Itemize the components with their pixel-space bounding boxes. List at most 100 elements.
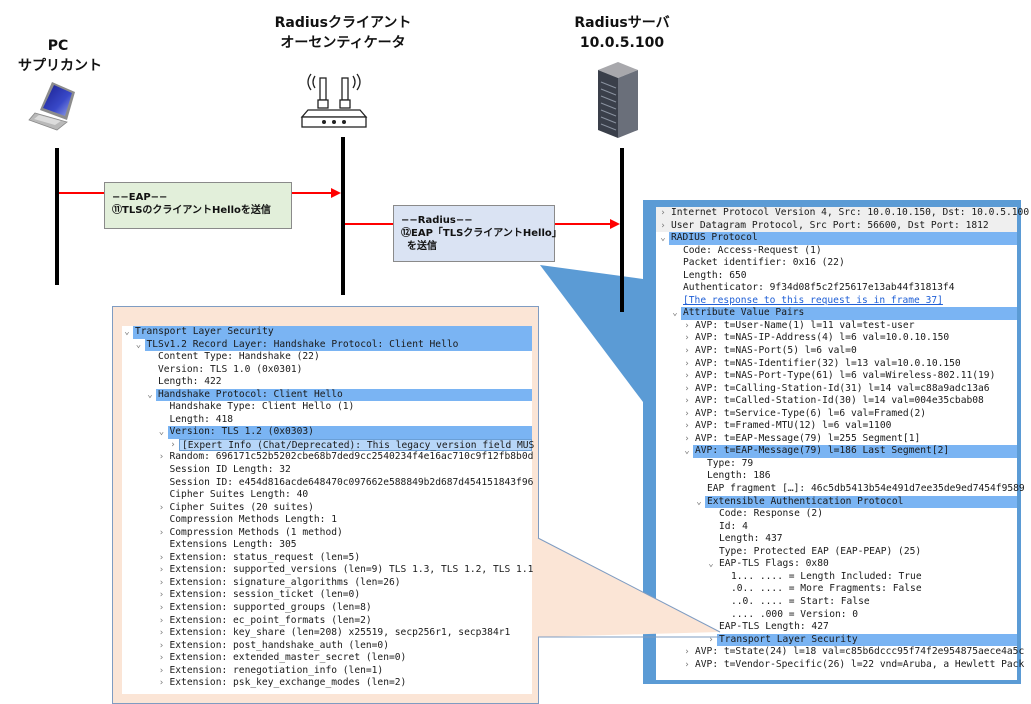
tree-row[interactable]: ›AVP: t=Vendor-Specific(26) l=22 vnd=Aru… xyxy=(656,659,1024,672)
tree-row[interactable]: ›AVP: t=Called-Station-Id(30) l=14 val=0… xyxy=(656,395,1017,408)
tree-row[interactable]: .... .000 = Version: 0 xyxy=(656,609,1017,622)
tree-row[interactable]: ›AVP: t=Calling-Station-Id(31) l=14 val=… xyxy=(656,383,1017,396)
chevron-down-icon[interactable]: ⌄ xyxy=(147,389,153,400)
tree-row[interactable]: Compression Methods Length: 1 xyxy=(122,514,532,527)
chevron-right-icon[interactable]: › xyxy=(684,647,690,658)
chevron-right-icon[interactable]: › xyxy=(684,421,690,432)
chevron-down-icon[interactable]: ⌄ xyxy=(124,327,130,337)
tree-row[interactable]: ›Extension: renegotiation_info (len=1) xyxy=(122,665,532,678)
chevron-right-icon[interactable]: › xyxy=(158,590,165,601)
tree-row[interactable]: ⌄RADIUS Protocol xyxy=(656,232,1017,245)
chevron-right-icon[interactable]: › xyxy=(684,433,690,444)
tree-row[interactable]: Session ID: e454d816acde648470c097662e58… xyxy=(122,477,534,490)
chevron-right-icon[interactable]: › xyxy=(660,208,666,218)
tree-row[interactable]: ›AVP: t=NAS-IP-Address(4) l=6 val=10.0.1… xyxy=(656,332,1017,345)
chevron-right-icon[interactable]: › xyxy=(684,333,690,344)
tree-row[interactable]: ›Extension: extended_master_secret (len=… xyxy=(122,652,532,665)
chevron-down-icon[interactable]: ⌄ xyxy=(696,496,702,507)
chevron-right-icon[interactable]: › xyxy=(684,371,690,382)
tree-row[interactable]: ›[Expert Info (Chat/Deprecated): This le… xyxy=(122,438,534,452)
chevron-right-icon[interactable]: › xyxy=(158,452,165,463)
tree-row[interactable]: Content Type: Handshake (22) xyxy=(122,351,532,364)
tls-packet-details[interactable]: ⌄Transport Layer Security⌄TLSv1.2 Record… xyxy=(122,326,534,694)
tree-row[interactable]: ›AVP: t=NAS-Identifier(32) l=13 val=10.0… xyxy=(656,358,1017,371)
tree-row[interactable]: ›Extension: status_request (len=5) xyxy=(122,552,532,565)
chevron-down-icon[interactable]: ⌄ xyxy=(158,427,165,438)
tree-row[interactable]: ›AVP: t=Framed-MTU(12) l=6 val=1100 xyxy=(656,420,1017,433)
chevron-down-icon[interactable]: ⌄ xyxy=(684,446,690,457)
tree-row[interactable]: ›Internet Protocol Version 4, Src: 10.0.… xyxy=(656,207,1029,220)
tree-row[interactable]: ›Extension: supported_groups (len=8) xyxy=(122,602,532,615)
chevron-right-icon[interactable]: › xyxy=(170,439,176,450)
chevron-right-icon[interactable]: › xyxy=(158,653,165,664)
tree-row[interactable]: Version: TLS 1.0 (0x0301) xyxy=(122,364,532,377)
tree-row[interactable]: .0.. .... = More Fragments: False xyxy=(656,583,1017,596)
tree-row[interactable]: Length: 437 xyxy=(656,533,1017,546)
tree-row[interactable]: ⌄EAP-TLS Flags: 0x80 xyxy=(656,558,1017,571)
tree-row[interactable]: Extensions Length: 305 xyxy=(122,539,532,552)
tree-row[interactable]: ›Extension: session_ticket (len=0) xyxy=(122,589,532,602)
chevron-right-icon[interactable]: › xyxy=(158,552,165,563)
tree-row[interactable]: ›AVP: t=Service-Type(6) l=6 val=Framed(2… xyxy=(656,408,1017,421)
tree-row[interactable]: [The response to this request is in fram… xyxy=(656,295,1017,308)
chevron-right-icon[interactable]: › xyxy=(684,659,690,670)
chevron-right-icon[interactable]: › xyxy=(684,320,690,331)
chevron-right-icon[interactable]: › xyxy=(158,603,165,614)
tree-row[interactable]: ›User Datagram Protocol, Src Port: 56600… xyxy=(656,219,1017,233)
chevron-right-icon[interactable]: › xyxy=(158,678,165,689)
chevron-down-icon[interactable]: ⌄ xyxy=(672,308,678,319)
chevron-right-icon[interactable]: › xyxy=(158,527,165,538)
tree-row[interactable]: EAP fragment […]: 46c5db5413b54e491d7ee3… xyxy=(656,483,1025,496)
tree-row[interactable]: 1... .... = Length Included: True xyxy=(656,571,1017,584)
tree-row[interactable]: ⌄TLSv1.2 Record Layer: Handshake Protoco… xyxy=(122,338,532,352)
tree-row[interactable]: ›Extension: ec_point_formats (len=2) xyxy=(122,615,532,628)
tree-row[interactable]: ›AVP: t=User-Name(1) l=11 val=test-user xyxy=(656,320,1017,333)
tree-row[interactable]: ›Extension: key_share (len=208) x25519, … xyxy=(122,627,532,640)
radius-packet-details[interactable]: ›Internet Protocol Version 4, Src: 10.0.… xyxy=(656,207,1029,680)
chevron-right-icon[interactable]: › xyxy=(708,634,714,645)
chevron-right-icon[interactable]: › xyxy=(158,565,165,576)
tree-row[interactable]: ›Extension: signature_algorithms (len=26… xyxy=(122,577,532,590)
tree-row[interactable]: Code: Access-Request (1) xyxy=(656,245,1017,258)
tree-row[interactable]: ›Extension: supported_versions (len=9) T… xyxy=(122,564,534,577)
tree-row[interactable]: Code: Response (2) xyxy=(656,508,1017,521)
tree-row[interactable]: EAP-TLS Length: 427 xyxy=(656,621,1017,634)
tree-row[interactable]: Handshake Type: Client Hello (1) xyxy=(122,401,532,414)
tree-row[interactable]: ›Transport Layer Security xyxy=(656,633,1017,647)
tree-row[interactable]: Length: 418 xyxy=(122,414,532,427)
tree-row[interactable]: ⌄Extensible Authentication Protocol xyxy=(656,495,1017,509)
tree-row[interactable]: ›Extension: post_handshake_auth (len=0) xyxy=(122,640,532,653)
chevron-right-icon[interactable]: › xyxy=(684,383,690,394)
chevron-down-icon[interactable]: ⌄ xyxy=(708,559,714,570)
tree-row[interactable]: Packet identifier: 0x16 (22) xyxy=(656,257,1017,270)
tree-row[interactable]: Length: 186 xyxy=(656,470,1017,483)
tree-row[interactable]: Session ID Length: 32 xyxy=(122,464,532,477)
chevron-down-icon[interactable]: ⌄ xyxy=(660,233,666,244)
chevron-right-icon[interactable]: › xyxy=(660,220,666,231)
chevron-right-icon[interactable]: › xyxy=(158,628,165,639)
chevron-right-icon[interactable]: › xyxy=(158,577,165,588)
tree-row[interactable]: ›Extension: psk_key_exchange_modes (len=… xyxy=(122,677,532,690)
chevron-right-icon[interactable]: › xyxy=(158,615,165,626)
tree-row[interactable]: ›AVP: t=NAS-Port(5) l=6 val=0 xyxy=(656,345,1017,358)
tree-row[interactable]: Length: 422 xyxy=(122,376,532,389)
chevron-down-icon[interactable]: ⌄ xyxy=(135,339,142,350)
tree-row[interactable]: ⌄Attribute Value Pairs xyxy=(656,307,1017,320)
tree-row[interactable]: ›Compression Methods (1 method) xyxy=(122,527,532,540)
tree-row[interactable]: Cipher Suites Length: 40 xyxy=(122,489,532,502)
tree-row[interactable]: ..0. .... = Start: False xyxy=(656,596,1017,609)
chevron-right-icon[interactable]: › xyxy=(684,346,690,357)
tree-row[interactable]: ›Cipher Suites (20 suites) xyxy=(122,502,532,515)
tree-row[interactable]: ›AVP: t=State(24) l=18 val=c85b6dccc95f7… xyxy=(656,646,1024,659)
chevron-right-icon[interactable]: › xyxy=(158,665,165,676)
tree-row[interactable]: Type: Protected EAP (EAP-PEAP) (25) xyxy=(656,546,1017,559)
tree-row[interactable]: Type: 79 xyxy=(656,458,1017,471)
chevron-right-icon[interactable]: › xyxy=(684,396,690,407)
tree-row[interactable]: ⌄Transport Layer Security xyxy=(122,326,532,339)
tree-row[interactable]: ›AVP: t=NAS-Port-Type(61) l=6 val=Wirele… xyxy=(656,370,1017,383)
chevron-right-icon[interactable]: › xyxy=(158,502,165,513)
tree-row[interactable]: Length: 650 xyxy=(656,270,1017,283)
tree-row[interactable]: ⌄AVP: t=EAP-Message(79) l=186 Last Segme… xyxy=(656,445,1017,458)
tree-row[interactable]: Id: 4 xyxy=(656,521,1017,534)
chevron-right-icon[interactable]: › xyxy=(684,408,690,419)
